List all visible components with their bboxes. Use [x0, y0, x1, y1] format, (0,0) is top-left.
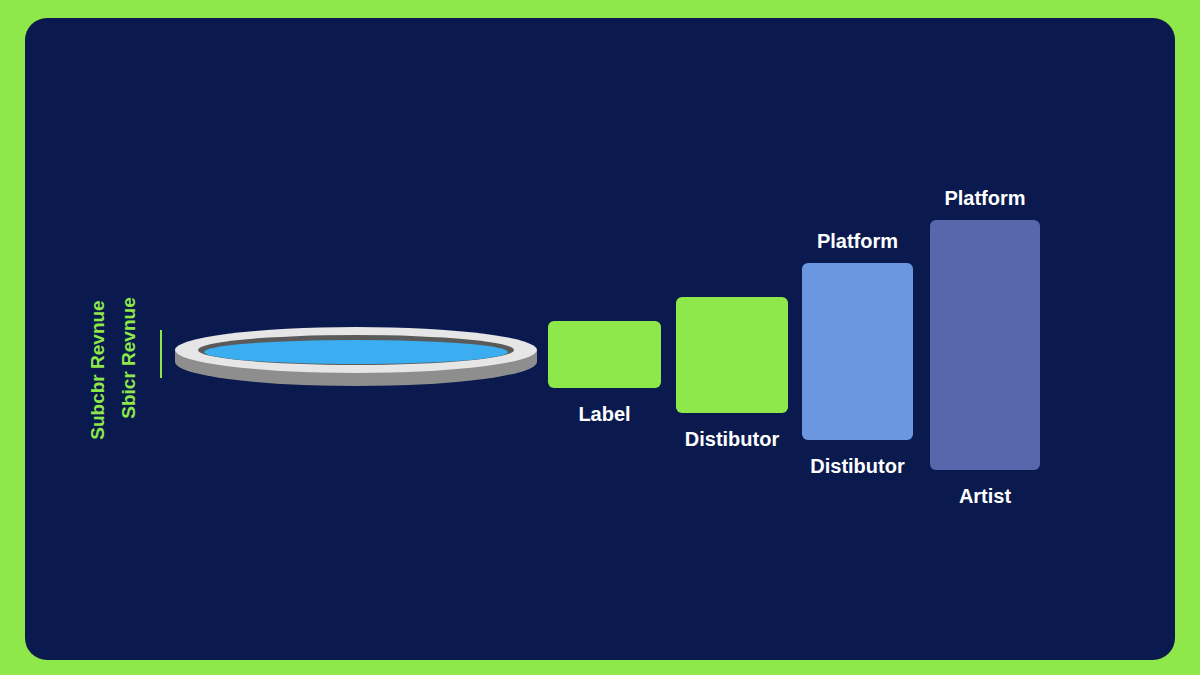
- revenue-bar: PlatformArtist: [930, 220, 1040, 470]
- bar-label: Label: [578, 402, 630, 426]
- bar-label: Artist: [959, 484, 1011, 508]
- axis-label: Subcbr Revnue: [87, 300, 109, 439]
- pool-water: [204, 340, 508, 364]
- bar-label: Platform: [817, 229, 898, 253]
- bar-label: Distibutor: [685, 427, 779, 451]
- bar-label: Distibutor: [810, 454, 904, 478]
- axis-label: Sbicr Revnue: [118, 297, 140, 418]
- bar-label: Platform: [944, 186, 1025, 210]
- revenue-bar: Distibutor: [676, 297, 788, 413]
- revenue-bar: Label: [548, 321, 661, 388]
- pool-edge: [198, 335, 514, 365]
- leader-line: [160, 330, 162, 378]
- disk-rim: [175, 327, 537, 373]
- revenue-bar: PlatformDistibutor: [802, 263, 913, 440]
